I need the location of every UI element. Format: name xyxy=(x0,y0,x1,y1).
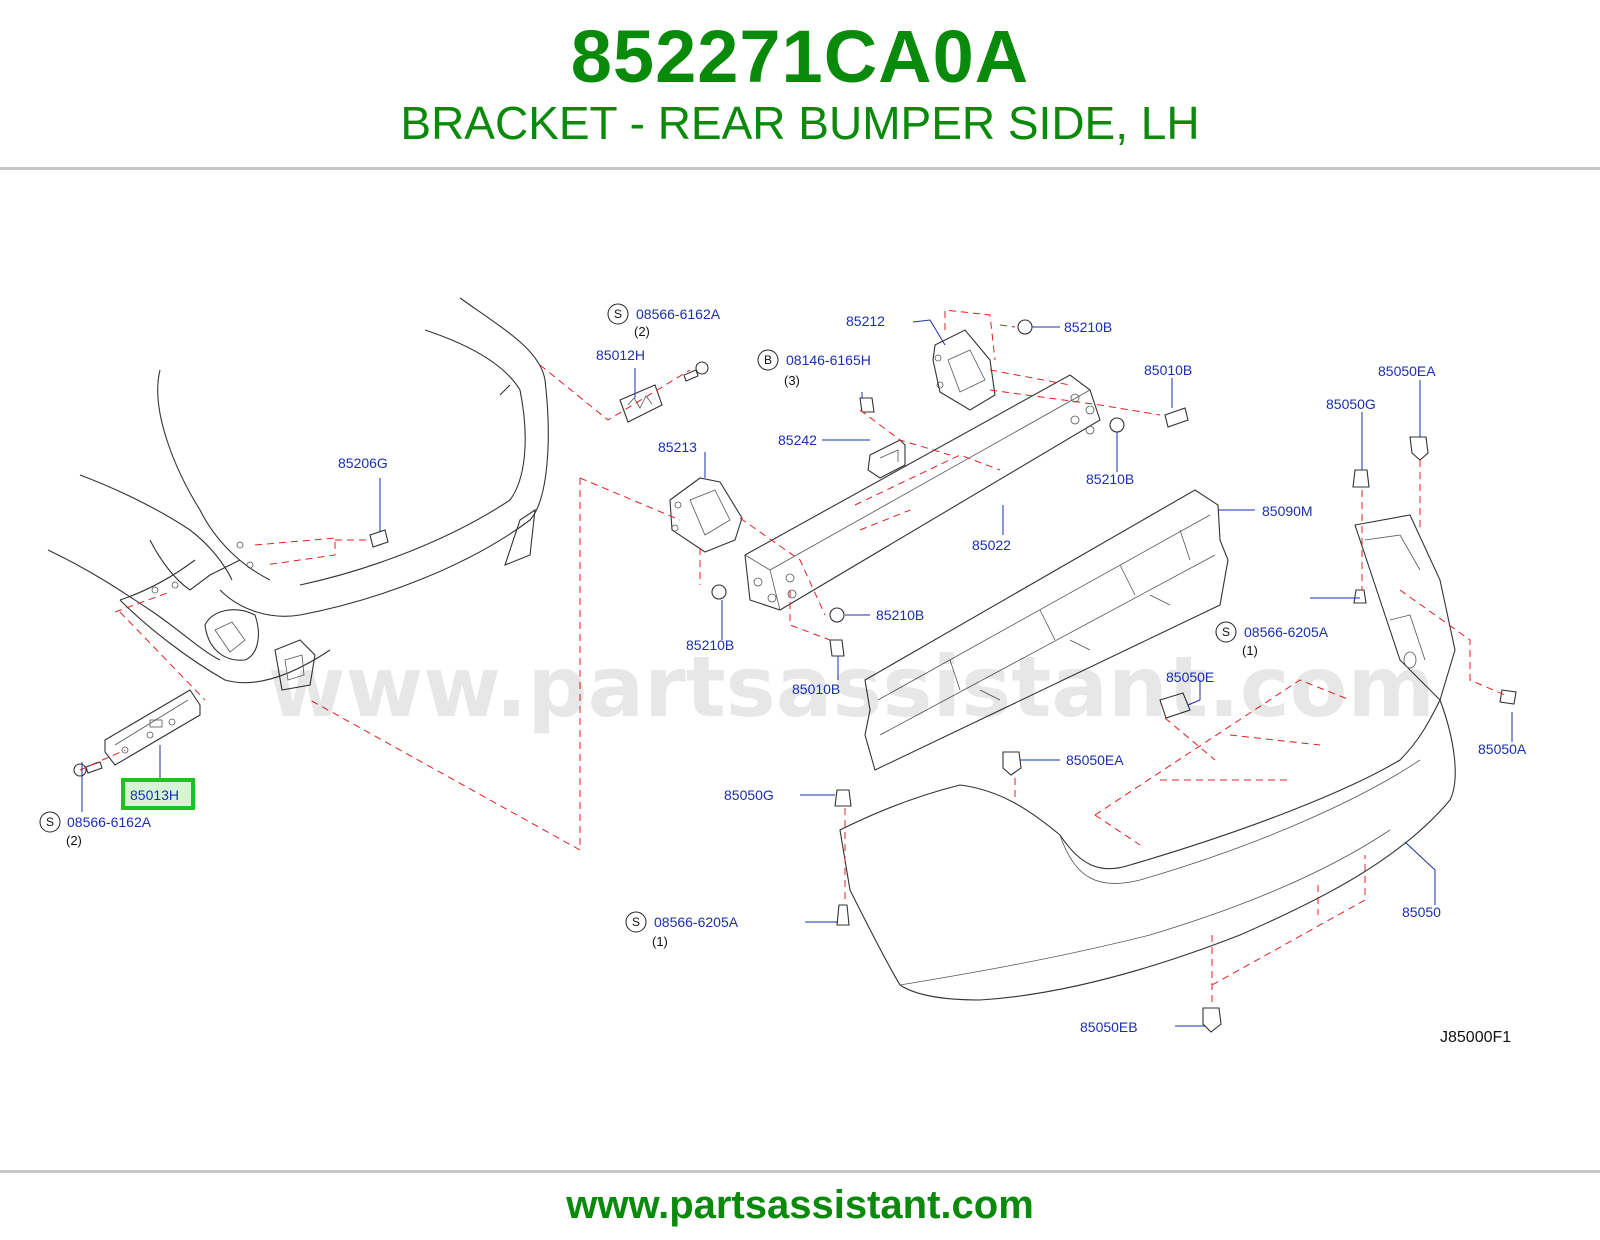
watermark-text: www.partsassistant.com xyxy=(268,638,1435,736)
callout-85050G-left[interactable]: 85050G xyxy=(724,787,774,803)
marker-s-right xyxy=(1215,621,1237,643)
callout-08566-6162A-left[interactable]: 08566-6162A xyxy=(67,814,152,830)
qty-08566-6205A-right: (1) xyxy=(1242,643,1258,658)
header-divider xyxy=(0,167,1600,170)
clip-85050G-left xyxy=(834,789,852,807)
marker-s-right-label: S xyxy=(1222,625,1230,639)
screw-85050A xyxy=(1499,689,1517,705)
marker-s-left-label: S xyxy=(46,815,54,829)
clip-85050G-top xyxy=(1352,469,1370,488)
marker-b-label: B xyxy=(764,353,772,367)
callout-85212[interactable]: 85212 xyxy=(846,313,885,329)
qty-08566-6205A-left: (1) xyxy=(652,934,668,949)
callout-85206G[interactable]: 85206G xyxy=(338,455,388,471)
part-number-title: 852271CA0A xyxy=(570,15,1030,98)
bumper-fascia-85050 xyxy=(839,514,1456,1001)
callout-85012H[interactable]: 85012H xyxy=(596,347,645,363)
nut-85210B-set xyxy=(711,319,1125,623)
screw-08566-6205A-left xyxy=(836,904,850,926)
callout-85050EB[interactable]: 85050EB xyxy=(1080,1019,1138,1035)
callout-85022[interactable]: 85022 xyxy=(972,537,1011,553)
callout-85213[interactable]: 85213 xyxy=(658,439,697,455)
callout-08566-6162A-top[interactable]: 08566-6162A xyxy=(636,306,721,322)
absorber-85090M xyxy=(864,489,1229,771)
callout-85090M[interactable]: 85090M xyxy=(1262,503,1313,519)
callout-08146-6165H[interactable]: 08146-6165H xyxy=(786,352,871,368)
callout-08566-6205A-left[interactable]: 08566-6205A xyxy=(654,914,739,930)
assembly-lines xyxy=(79,309,1506,1005)
marker-b xyxy=(757,349,779,371)
callout-85050E[interactable]: 85050E xyxy=(1166,669,1214,685)
callout-08566-6205A-right[interactable]: 08566-6205A xyxy=(1244,624,1329,640)
footer-url[interactable]: www.partsassistant.com xyxy=(566,1183,1034,1227)
marker-s-bottom xyxy=(625,911,647,933)
footer-divider xyxy=(0,1170,1600,1173)
qty-08566-6162A-left: (2) xyxy=(66,833,82,848)
callout-85050G-top[interactable]: 85050G xyxy=(1326,396,1376,412)
qty-08146-6165H: (3) xyxy=(784,373,800,388)
callout-85010B-top[interactable]: 85010B xyxy=(1144,362,1192,378)
clip-85050EA-mid xyxy=(1002,751,1022,776)
clip-85050E xyxy=(1159,692,1191,719)
marker-s-bottom-label: S xyxy=(632,915,640,929)
part-description: BRACKET - REAR BUMPER SIDE, LH xyxy=(400,97,1200,149)
callout-85050[interactable]: 85050 xyxy=(1402,904,1441,920)
callout-85050EA-top[interactable]: 85050EA xyxy=(1378,363,1436,379)
bracket-85212 xyxy=(932,329,996,411)
clip-85050EB xyxy=(1202,1007,1222,1033)
callout-85050A[interactable]: 85050A xyxy=(1478,741,1527,757)
callout-85242[interactable]: 85242 xyxy=(778,432,817,448)
bolt-08566-6162A-top xyxy=(683,361,709,382)
callout-85210B-top[interactable]: 85210B xyxy=(1064,319,1112,335)
marker-s-left xyxy=(39,811,61,833)
callout-85010B-lower[interactable]: 85010B xyxy=(792,681,840,697)
qty-08566-6162A-top: (2) xyxy=(634,324,650,339)
bolt-85010B-set xyxy=(829,397,1189,657)
header: 852271CA0A BRACKET - REAR BUMPER SIDE, L… xyxy=(0,0,1600,168)
clip-85206G xyxy=(369,529,389,548)
highlight-box-85013H xyxy=(121,778,195,810)
callout-85050EA-mid[interactable]: 85050EA xyxy=(1066,752,1124,768)
leader-lines xyxy=(81,319,1513,1027)
bolt-08566-6162A-left xyxy=(73,761,103,777)
bracket-85012H xyxy=(619,384,663,423)
callout-85210B-right[interactable]: 85210B xyxy=(1086,471,1134,487)
body-rear-panel xyxy=(47,297,549,691)
bracket-85213 xyxy=(669,477,743,553)
screw-08566-6205A-right xyxy=(1353,589,1367,604)
clip-85050EA-top xyxy=(1409,436,1429,461)
drawing-code: J85000F1 xyxy=(1440,1029,1511,1046)
marker-s-top xyxy=(607,303,629,325)
callout-85210B-lower-left[interactable]: 85210B xyxy=(686,637,734,653)
parts-diagram: www.partsassistant.com 85013H S 08566-61… xyxy=(39,297,1527,1046)
reinforcement-85022 xyxy=(744,374,1101,611)
callout-85013H[interactable]: 85013H xyxy=(130,787,179,803)
marker-s-top-label: S xyxy=(614,307,622,321)
callout-85210B-mid[interactable]: 85210B xyxy=(876,607,924,623)
bracket-85013H xyxy=(104,689,201,766)
